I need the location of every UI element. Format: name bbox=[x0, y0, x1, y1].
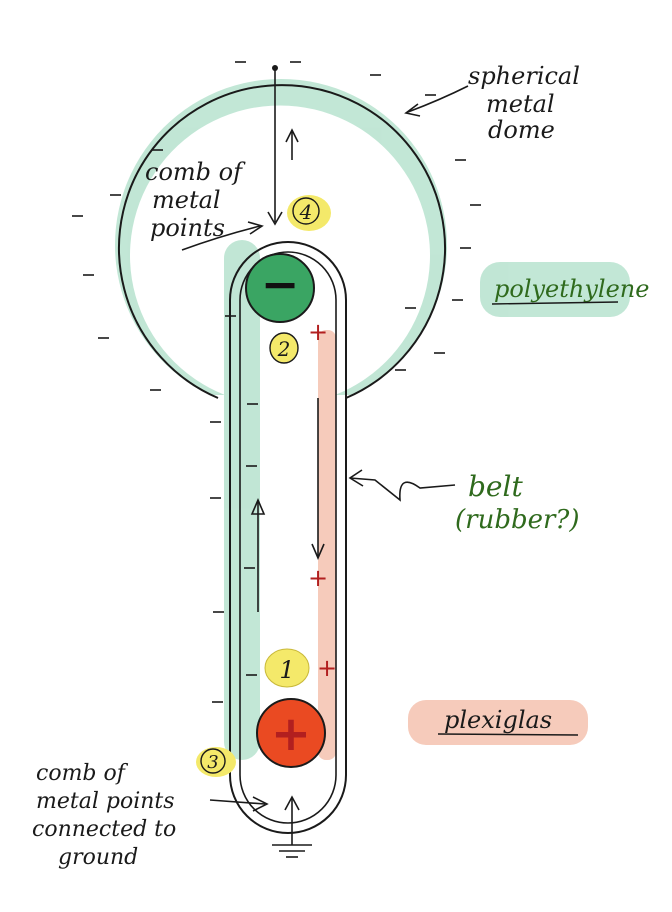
belt-label-line-2: (rubber?) bbox=[455, 505, 580, 535]
dome-label: spherical metal dome bbox=[468, 62, 580, 144]
up-arrow-inside-dome-head bbox=[285, 128, 299, 143]
plexiglas-underline bbox=[437, 733, 579, 736]
bottom-comb-label-line-3: connected to bbox=[32, 817, 176, 842]
top-comb-label-line-2: metal bbox=[152, 186, 221, 214]
spherical-dome bbox=[118, 84, 446, 399]
dome-label-line-3: dome bbox=[488, 116, 555, 144]
bottom-comb-label-line-1: comb of bbox=[36, 761, 129, 786]
plexiglas-label: plexiglas bbox=[444, 706, 552, 734]
marker-3-label: 3 bbox=[207, 752, 218, 773]
dome-label-line-2: metal bbox=[486, 90, 555, 118]
bottom-comb-label-line-2: metal points bbox=[36, 789, 175, 814]
belt-pointer-arrow bbox=[349, 477, 456, 502]
positive-charge-mark: + bbox=[308, 318, 328, 346]
positive-charge-mark: + bbox=[317, 654, 337, 682]
top-comb-pointer-arrow bbox=[181, 225, 261, 251]
green-highlight bbox=[114, 78, 630, 760]
marker-3: 3 bbox=[196, 747, 236, 777]
top-comb-pointer-arrowhead bbox=[247, 221, 264, 235]
column-outer bbox=[229, 241, 347, 834]
comb-to-dome-arrowhead bbox=[267, 211, 283, 226]
dome-label-line-1: spherical bbox=[468, 62, 580, 90]
up-belt-arrow-head bbox=[250, 497, 266, 515]
dome-pointer-arrowhead bbox=[404, 103, 421, 117]
positive-charges: + + + bbox=[308, 318, 337, 682]
marker-4: 4 bbox=[287, 195, 331, 231]
top-roller-sign: − bbox=[261, 257, 300, 311]
polyethylene-underline bbox=[491, 301, 619, 305]
dome-top-point bbox=[272, 65, 278, 71]
orange-highlight bbox=[318, 330, 588, 760]
down-belt-arrow-head bbox=[311, 543, 325, 561]
ground-symbol bbox=[272, 844, 312, 858]
bottom-roller-sign: + bbox=[271, 706, 311, 762]
marker-1-label: 1 bbox=[279, 656, 294, 684]
polyethylene-label: polyethylene bbox=[494, 275, 649, 303]
top-roller bbox=[245, 253, 315, 323]
bottom-comb-label-line-4: ground bbox=[58, 845, 138, 870]
marker-2-label: 2 bbox=[277, 337, 291, 361]
bottom-roller bbox=[256, 698, 326, 768]
top-comb-label-line-1: comb of bbox=[145, 158, 246, 186]
belt-label: belt (rubber?) bbox=[455, 470, 580, 535]
positive-charge-mark: + bbox=[308, 564, 328, 592]
belt-pointer-arrowhead bbox=[348, 469, 364, 487]
ground-arrow-head bbox=[284, 795, 300, 811]
marker-2: 2 bbox=[269, 332, 299, 364]
arrows bbox=[181, 70, 469, 845]
dome-pointer-arrow bbox=[407, 85, 469, 113]
top-comb-label-line-3: points bbox=[150, 214, 225, 242]
belt-label-line-1: belt bbox=[468, 470, 523, 503]
bottom-comb-label: comb of metal points connected to ground bbox=[32, 761, 176, 870]
bottom-comb-pointer-arrow bbox=[209, 799, 266, 805]
marker-1: 1 bbox=[264, 648, 310, 688]
negative-charges bbox=[72, 61, 481, 703]
top-comb-label: comb of metal points bbox=[145, 158, 246, 242]
bottom-comb-pointer-arrowhead bbox=[252, 796, 269, 812]
marker-4-label: 4 bbox=[299, 200, 313, 224]
